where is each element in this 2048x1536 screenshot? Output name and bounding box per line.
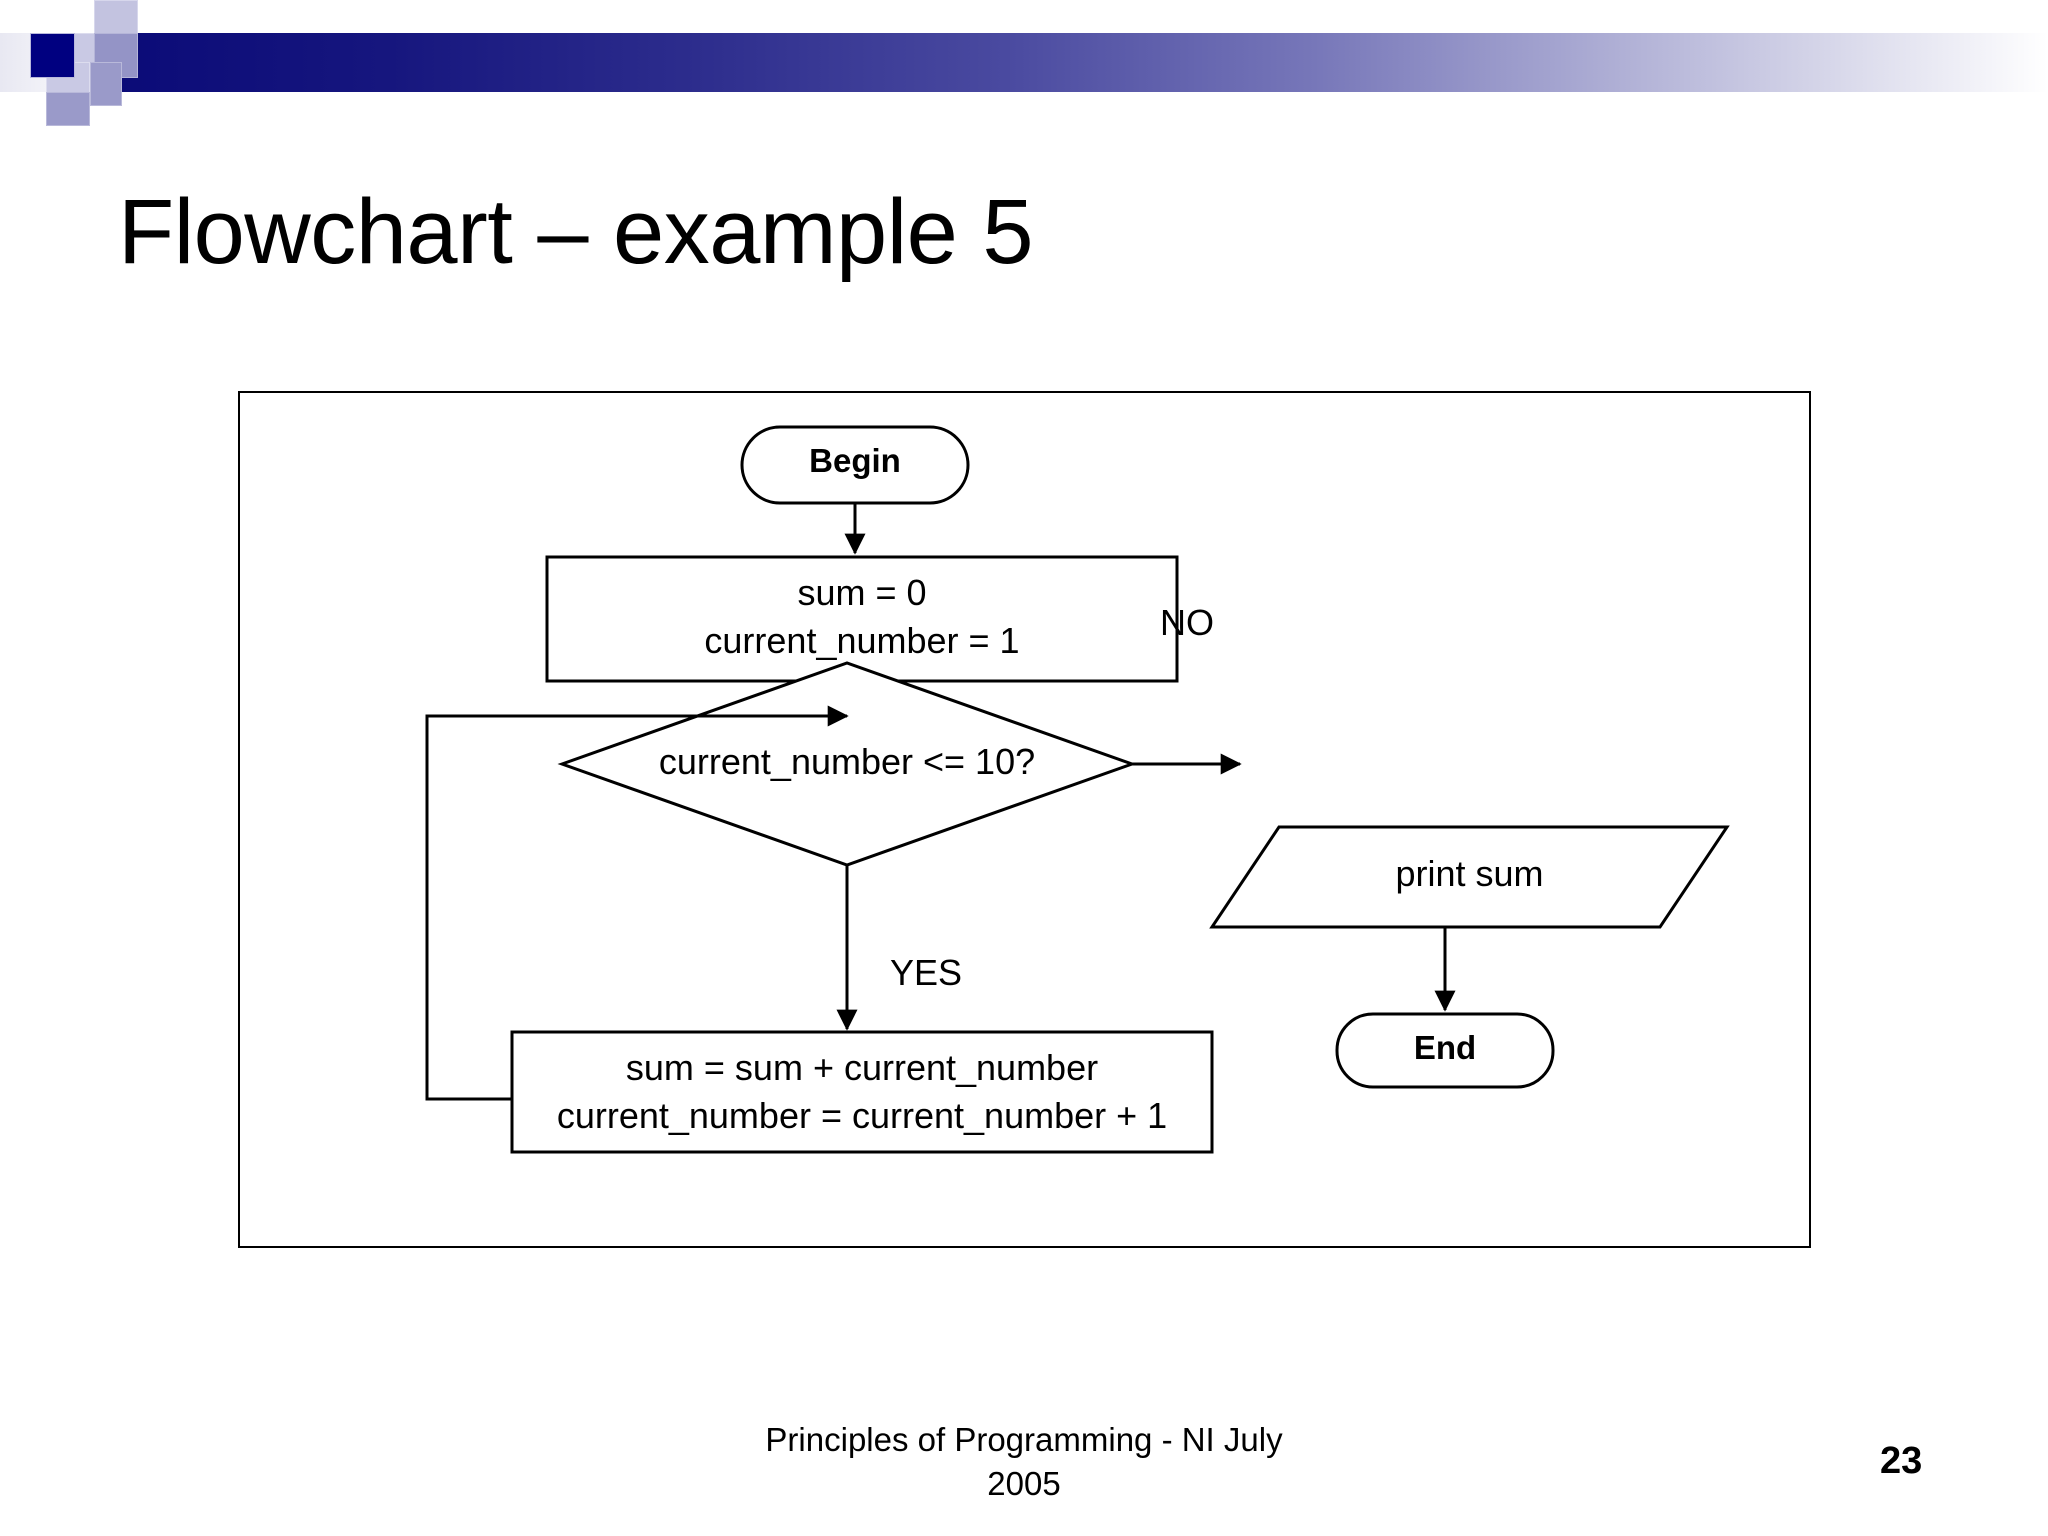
flowchart-graphics xyxy=(425,425,1730,1154)
flowchart-container: Begin sum = 0 current_number = 1 current… xyxy=(238,391,1811,1248)
slide-page-number: 23 xyxy=(1880,1440,1923,1482)
node-update-shape xyxy=(510,1030,1214,1154)
node-print-shape xyxy=(1209,825,1730,929)
node-end-shape xyxy=(1335,1012,1555,1089)
footer-line-1: Principles of Programming - NI July xyxy=(765,1421,1283,1458)
node-init-shape xyxy=(545,555,1179,683)
header-decoration-band xyxy=(0,0,2048,126)
slide-footer: Principles of Programming - NI July 2005 xyxy=(0,1418,2048,1505)
band-square-navy xyxy=(30,33,75,78)
node-decision-shape xyxy=(557,661,1137,867)
footer-line-2: 2005 xyxy=(987,1464,1061,1502)
band-square-light-top xyxy=(94,0,138,34)
band-square-bottom xyxy=(46,92,90,126)
band-square-medium-lower xyxy=(90,62,122,106)
edge-loop-back xyxy=(425,705,849,1101)
node-begin-shape xyxy=(740,425,970,505)
page-title: Flowchart – example 5 xyxy=(118,181,1034,283)
band-gradient-bar xyxy=(118,33,2048,92)
